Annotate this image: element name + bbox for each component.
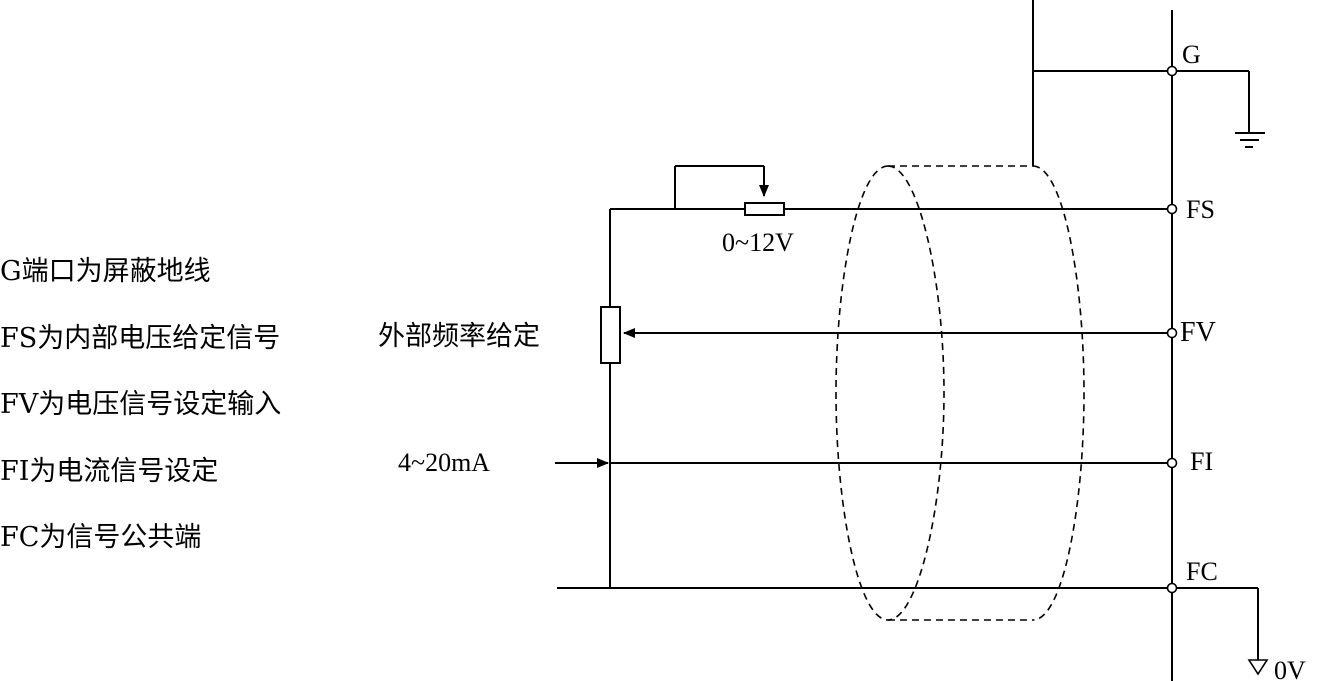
legend-fi: FI为电流信号设定 xyxy=(0,456,219,487)
legend-fc: FC为信号公共端 xyxy=(0,522,202,553)
terminal-label-fc: FC xyxy=(1186,557,1218,586)
external-frequency-label: 外部频率给定 xyxy=(378,321,540,352)
legend-fv: FV为电压信号设定输入 xyxy=(0,389,282,420)
terminal-label-fs: FS xyxy=(1186,195,1215,224)
shielded-cable-outline xyxy=(835,165,1085,621)
terminal-node-fv xyxy=(1166,327,1178,339)
zero-volt-label: 0V xyxy=(1274,656,1306,681)
terminal-node-fi xyxy=(1166,457,1178,469)
terminal-label-fi: FI xyxy=(1190,447,1213,476)
terminal-node-fc xyxy=(1166,582,1178,594)
external-frequency-resistor xyxy=(600,306,621,364)
terminal-node-g xyxy=(1166,65,1178,77)
terminal-label-g: G xyxy=(1182,40,1201,69)
terminal-label-fv: FV xyxy=(1180,317,1216,348)
potentiometer-resistor xyxy=(744,202,785,216)
shield-wire xyxy=(1032,0,1172,166)
legend-fs: FS为内部电压给定信号 xyxy=(0,323,281,354)
fs-line xyxy=(610,165,1172,210)
voltage-range-label: 0~12V xyxy=(722,228,794,257)
current-range-label: 4~20mA xyxy=(398,448,490,477)
legend-g: G端口为屏蔽地线 xyxy=(0,256,211,287)
terminal-node-fs xyxy=(1166,203,1178,215)
ground-icon xyxy=(1172,70,1265,148)
zero-volt-ground-icon xyxy=(1172,587,1269,676)
